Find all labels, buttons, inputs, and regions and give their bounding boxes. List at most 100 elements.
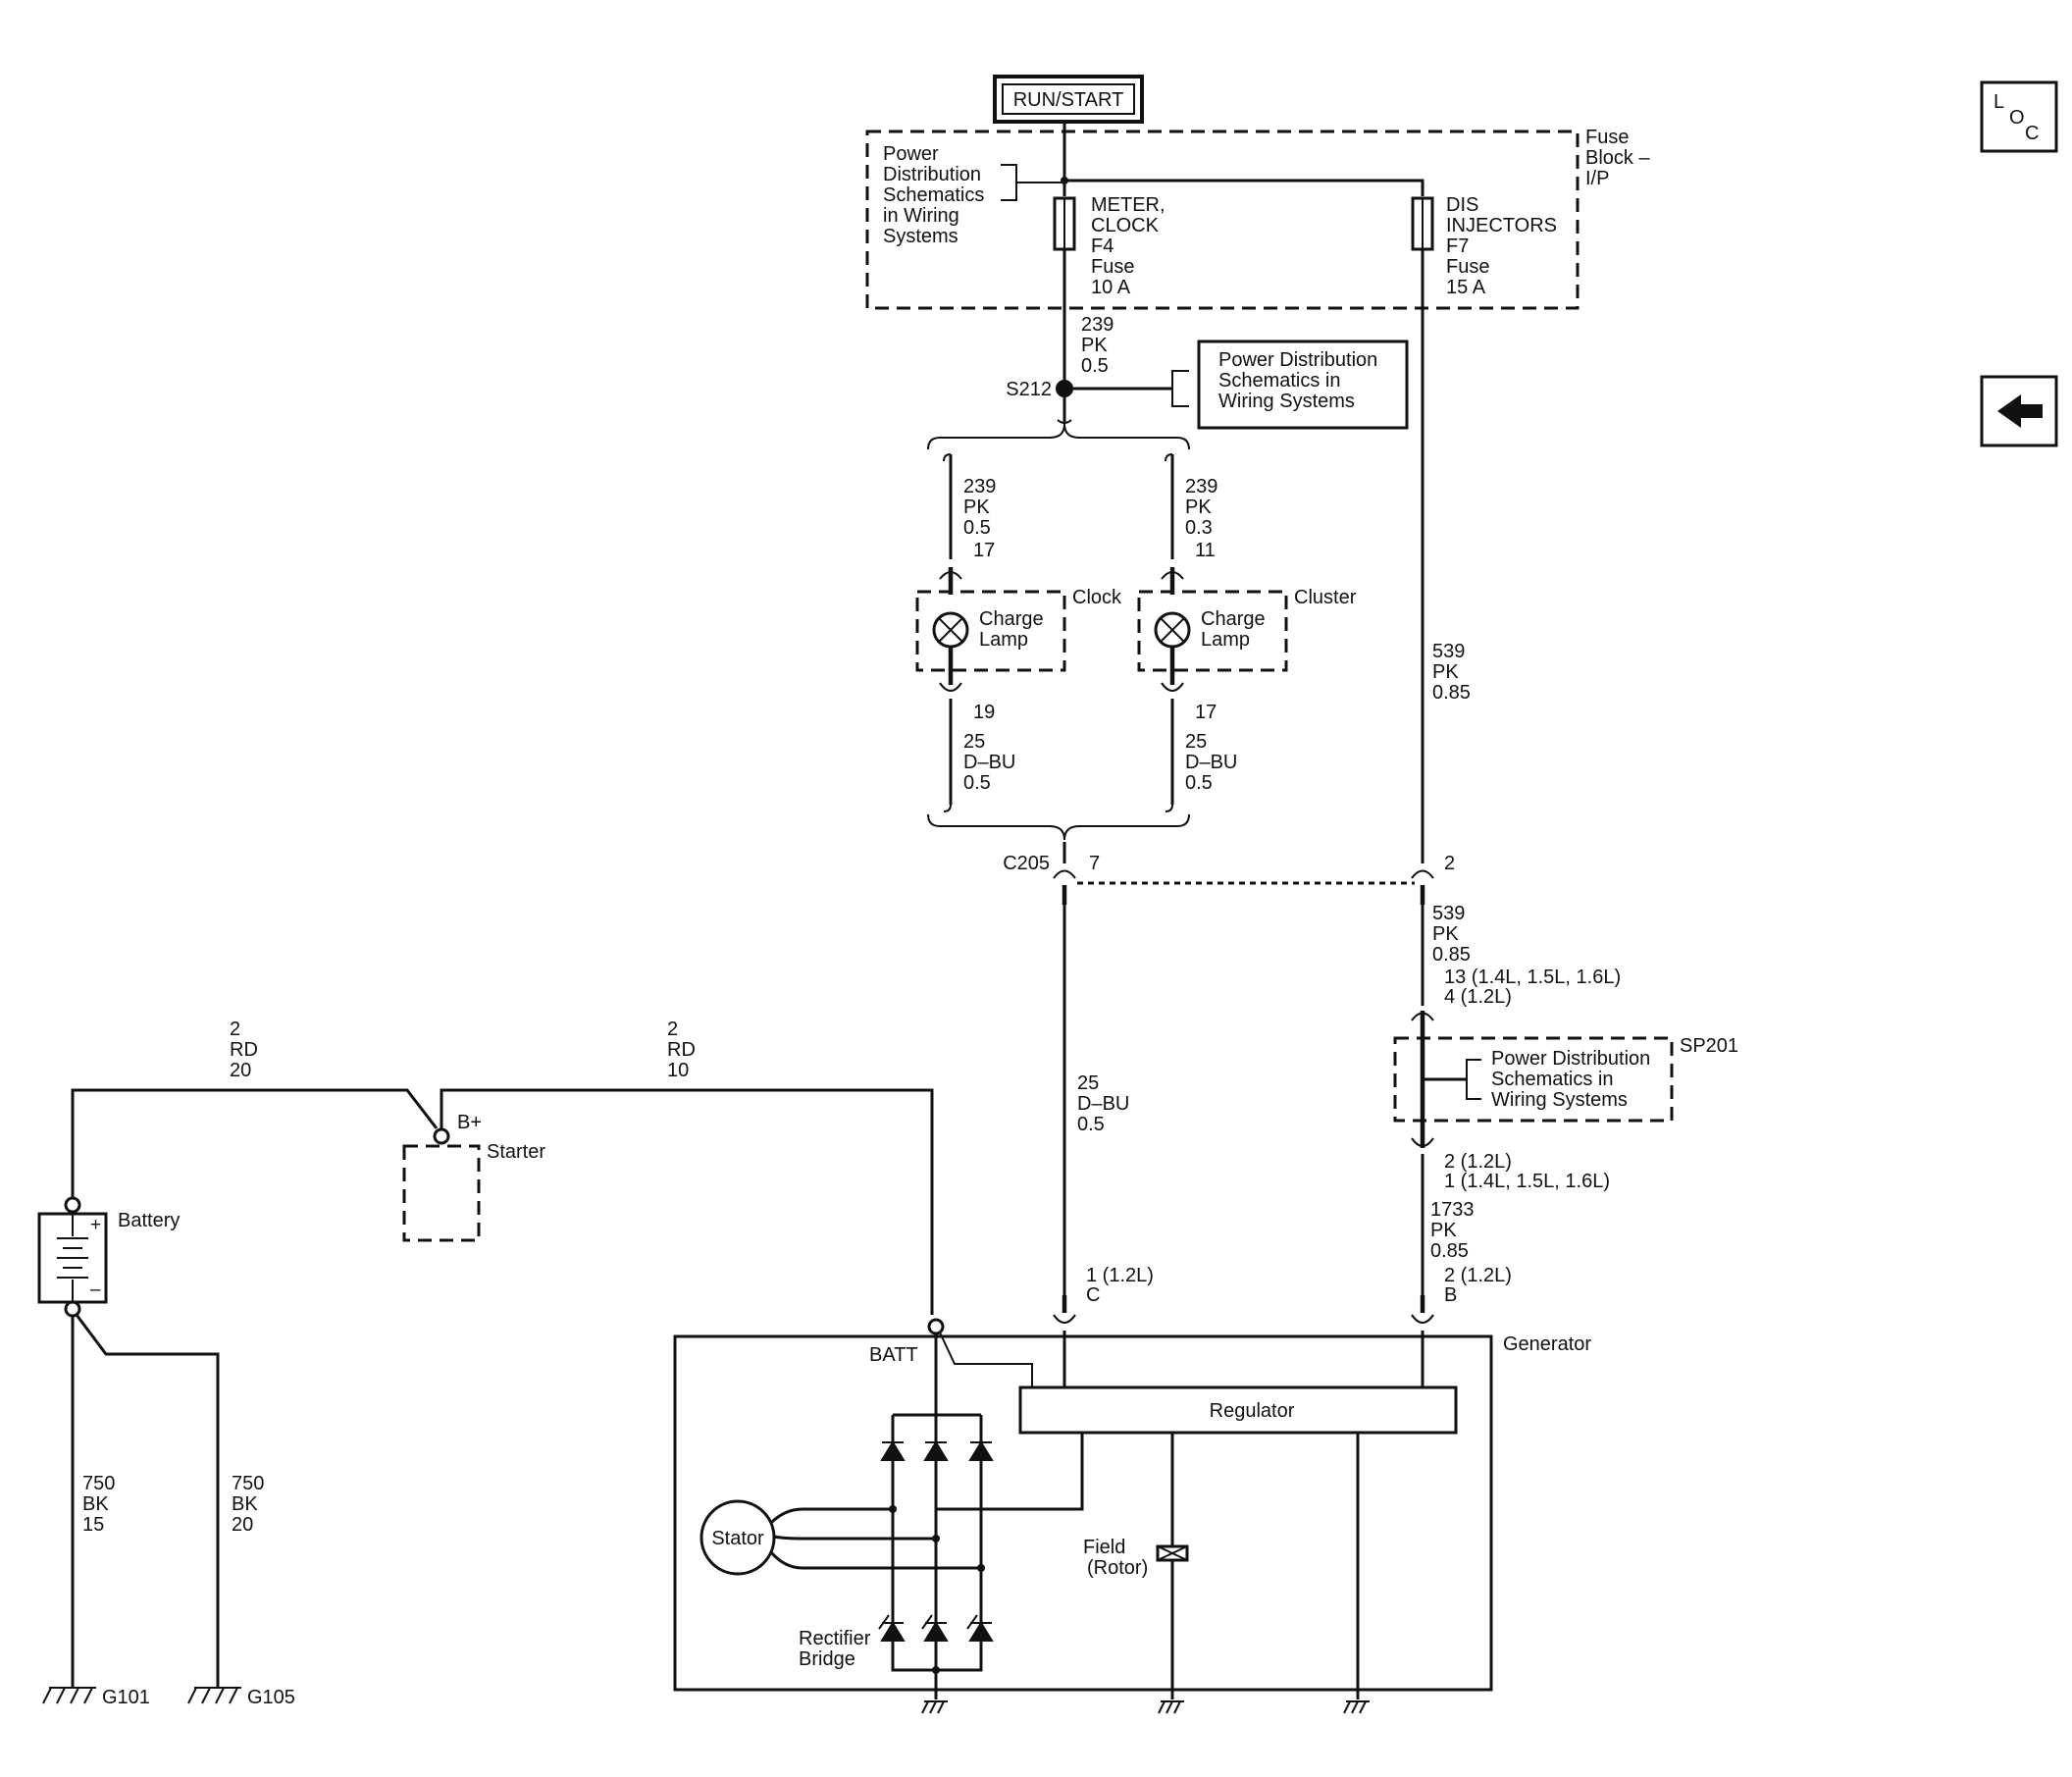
svg-text:Schematics in: Schematics in	[1218, 370, 1341, 392]
loc-c-text: C	[2025, 123, 2039, 144]
svg-text:–: –	[90, 1280, 101, 1300]
svg-text:Regulator: Regulator	[1210, 1400, 1295, 1422]
clock-charge-lamp-circuit: 239 PK 0.5 17 Clock Charge Lamp 19 25 D–…	[915, 453, 1122, 812]
fuse-f4: METER, CLOCK F4 Fuse 10 A	[1053, 194, 1166, 298]
clock-label: Clock	[1072, 587, 1122, 608]
fuse-block-ip: Fuse Block – I/P Power Distribution Sche…	[865, 122, 1650, 310]
svg-text:239: 239	[963, 476, 996, 497]
splice-s212: 239 PK 0.5 S212 Power Distribution Schem…	[1006, 249, 1409, 430]
svg-text:1 (1.4L, 1.5L, 1.6L): 1 (1.4L, 1.5L, 1.6L)	[1444, 1171, 1610, 1192]
svg-text:15: 15	[82, 1514, 104, 1536]
svg-text:(Rotor): (Rotor)	[1087, 1557, 1148, 1579]
svg-text:Charge: Charge	[979, 608, 1044, 630]
svg-text:G101: G101	[102, 1687, 150, 1708]
svg-text:RD: RD	[230, 1039, 258, 1061]
back-button[interactable]	[1980, 375, 2058, 447]
stator: Stator	[699, 1499, 981, 1576]
svg-text:C: C	[1086, 1284, 1100, 1306]
field-rotor: Field (Rotor)	[1083, 1433, 1189, 1699]
svg-text:D–BU: D–BU	[1185, 752, 1237, 773]
svg-text:25: 25	[1185, 731, 1207, 753]
svg-text:Lamp: Lamp	[979, 629, 1028, 651]
svg-text:25: 25	[963, 731, 985, 753]
svg-text:PK: PK	[1432, 661, 1459, 683]
svg-text:D–BU: D–BU	[963, 752, 1015, 773]
svg-text:PK: PK	[1081, 335, 1108, 356]
fuse-block-label-1: Fuse	[1585, 127, 1629, 148]
svg-text:Systems: Systems	[883, 226, 958, 247]
run-start-source: RUN/START	[993, 75, 1144, 124]
generator: Generator BATT Regulator	[673, 1318, 1591, 1714]
svg-text:25: 25	[1077, 1072, 1099, 1094]
svg-text:PK: PK	[963, 497, 990, 518]
svg-text:METER,: METER,	[1091, 194, 1166, 216]
svg-text:Field: Field	[1083, 1537, 1125, 1558]
svg-text:G105: G105	[247, 1687, 295, 1708]
svg-text:BK: BK	[232, 1493, 258, 1515]
svg-text:Distribution: Distribution	[883, 164, 981, 185]
svg-text:0.5: 0.5	[963, 772, 991, 794]
svg-text:PK: PK	[1430, 1220, 1457, 1241]
svg-text:13 (1.4L, 1.5L, 1.6L): 13 (1.4L, 1.5L, 1.6L)	[1444, 967, 1621, 988]
svg-text:539: 539	[1432, 641, 1465, 662]
svg-text:Schematics in: Schematics in	[1491, 1069, 1614, 1090]
rectifier-bridge: Rectifier Bridge	[799, 1333, 994, 1674]
svg-text:+: +	[90, 1215, 101, 1235]
svg-text:PK: PK	[1185, 497, 1212, 518]
generator-ground-3	[1343, 1700, 1370, 1714]
svg-text:INJECTORS: INJECTORS	[1446, 215, 1557, 236]
svg-text:750: 750	[82, 1473, 115, 1494]
svg-text:0.5: 0.5	[963, 517, 991, 539]
location-button[interactable]: L O C	[1978, 78, 2058, 153]
svg-text:Charge: Charge	[1201, 608, 1266, 630]
svg-text:0.5: 0.5	[1185, 772, 1213, 794]
svg-text:Power: Power	[883, 143, 939, 165]
svg-text:Power Distribution: Power Distribution	[1491, 1048, 1650, 1070]
svg-text:10 A: 10 A	[1091, 277, 1131, 298]
generator-ground-2	[1158, 1700, 1184, 1714]
starter: B+ Starter	[402, 1112, 545, 1242]
battery-starter-wiring: 2 RD 20 2 RD 10 B+ Starter + – Battery	[37, 1019, 934, 1708]
svg-text:2 (1.2L): 2 (1.2L)	[1444, 1265, 1512, 1286]
svg-text:Schematics: Schematics	[883, 184, 984, 206]
wire-25-dbu-circuit: 25 D–BU 0.5 1 (1.2L) C	[1053, 905, 1154, 1324]
svg-text:Lamp: Lamp	[1201, 629, 1250, 651]
splice-pack-sp201: Power Distribution Schematics in Wiring …	[1393, 1011, 1738, 1148]
wire-1733-pk-circuit: 2 (1.2L) 1 (1.4L, 1.5L, 1.6L) 1733 PK 0.…	[1411, 1151, 1610, 1324]
svg-text:539: 539	[1432, 903, 1465, 924]
svg-text:RD: RD	[667, 1039, 696, 1061]
svg-text:7: 7	[1089, 853, 1100, 874]
c205-label: C205	[1003, 853, 1050, 874]
svg-text:Wiring Systems: Wiring Systems	[1491, 1089, 1628, 1111]
svg-text:Fuse: Fuse	[1091, 256, 1134, 278]
fuse-block-label-2: Block –	[1585, 147, 1650, 169]
svg-text:PK: PK	[1432, 923, 1459, 945]
svg-text:1733: 1733	[1430, 1199, 1475, 1221]
run-start-label: RUN/START	[1013, 89, 1124, 111]
generator-ground-1	[921, 1700, 948, 1714]
sp201-label: SP201	[1680, 1035, 1738, 1057]
svg-text:11: 11	[1195, 540, 1216, 561]
svg-text:BK: BK	[82, 1493, 109, 1515]
cluster-label: Cluster	[1294, 587, 1357, 608]
starter-label: Starter	[487, 1141, 545, 1163]
svg-text:0.5: 0.5	[1081, 355, 1109, 377]
svg-text:239: 239	[1081, 314, 1114, 336]
fuse-f7: DIS INJECTORS F7 Fuse 15 A	[1411, 194, 1557, 298]
svg-text:0.85: 0.85	[1432, 682, 1471, 704]
svg-text:2: 2	[230, 1019, 240, 1040]
svg-text:D–BU: D–BU	[1077, 1093, 1129, 1115]
loc-o-text: O	[2009, 107, 2025, 129]
svg-text:0.85: 0.85	[1432, 944, 1471, 966]
svg-text:Rectifier: Rectifier	[799, 1628, 871, 1649]
loc-l-text: L	[1994, 91, 2004, 113]
svg-text:F7: F7	[1446, 235, 1469, 257]
svg-text:750: 750	[232, 1473, 264, 1494]
svg-text:F4: F4	[1091, 235, 1114, 257]
svg-text:19: 19	[973, 702, 995, 723]
fuse-block-label-3: I/P	[1585, 168, 1609, 189]
svg-text:239: 239	[1185, 476, 1217, 497]
svg-text:B+: B+	[457, 1112, 482, 1133]
svg-text:0.5: 0.5	[1077, 1114, 1105, 1135]
svg-text:B: B	[1444, 1284, 1457, 1306]
